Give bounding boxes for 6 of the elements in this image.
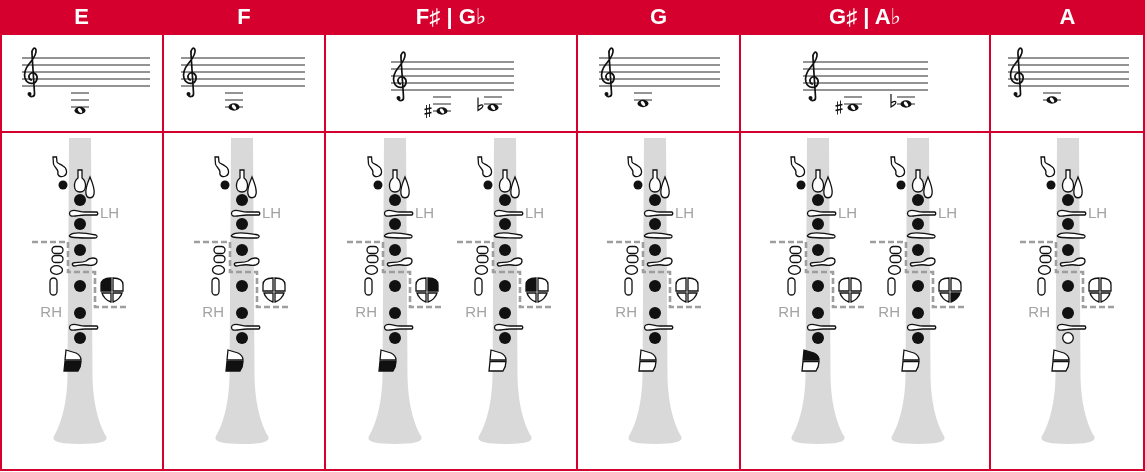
column-heading: E (74, 4, 89, 30)
column-heading: G♯ | A♭ (829, 4, 901, 30)
column-heading: A (1059, 4, 1076, 30)
column-heading: F (237, 4, 251, 30)
column-heading: F♯ | G♭ (415, 4, 487, 30)
column-heading: G (649, 4, 668, 30)
